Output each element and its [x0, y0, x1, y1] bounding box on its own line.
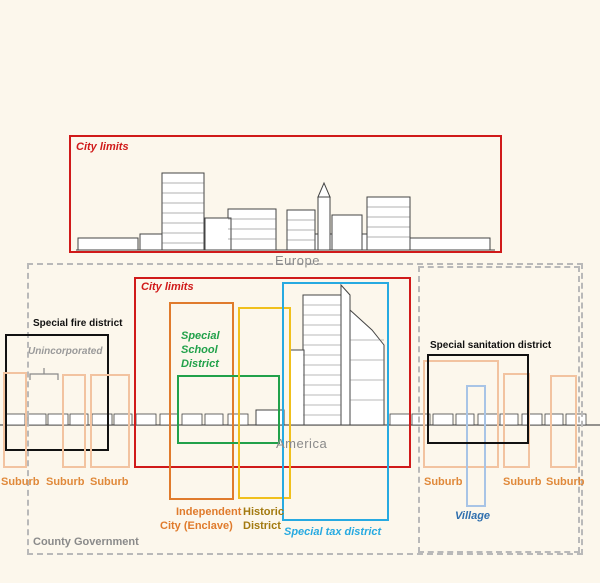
america-skyline	[255, 283, 385, 426]
special-tax-district-box	[282, 282, 389, 521]
independent-city-label-2: City (Enclave)	[160, 520, 233, 532]
suburb-label-3: Suburb	[90, 476, 129, 488]
suburb-box-1	[3, 372, 27, 468]
europe-tower-right	[366, 196, 411, 251]
independent-city-label-1: Independent	[176, 506, 242, 518]
village-label: Village	[455, 510, 491, 522]
europe-label: Europe	[275, 253, 320, 268]
village-box	[466, 385, 486, 507]
special-sanitation-district-label: Special sanitation district	[430, 340, 552, 351]
america-windows	[303, 304, 384, 416]
suburb-label-6: Suburb	[546, 476, 585, 488]
europe-windows	[162, 182, 410, 244]
suburb-label-5: Suburb	[503, 476, 542, 488]
city-limits-main-box	[134, 277, 411, 468]
special-school-district-box	[177, 375, 280, 444]
europe-skyline	[77, 172, 491, 251]
city-limits-top-label: City limits	[76, 141, 129, 153]
suburb-label-4: Suburb	[424, 476, 463, 488]
special-tax-district-label: Special tax district	[284, 526, 382, 538]
suburb-box-5	[503, 373, 530, 468]
unincorporated-label: Unincorporated	[28, 346, 103, 357]
special-school-district-label-2: School	[181, 344, 218, 356]
europe-spire	[317, 181, 331, 198]
special-school-district-label-1: Special	[181, 330, 220, 342]
special-fire-district-box	[5, 334, 109, 451]
suburb-box-2	[62, 374, 86, 468]
suburb-label-2: Suburb	[46, 476, 85, 488]
historic-district-label-2: District	[243, 520, 281, 532]
suburb-box-6	[550, 375, 577, 468]
special-fire-district-label: Special fire district	[33, 318, 123, 329]
independent-city-box	[169, 302, 234, 500]
historic-district-label-1: Historic	[243, 506, 284, 518]
county-government-right-box	[418, 266, 580, 553]
city-limits-top-box	[69, 135, 502, 253]
city-limits-main-label: City limits	[141, 281, 194, 293]
historic-district-box	[238, 307, 291, 499]
europe-tower-left	[161, 172, 205, 251]
suburb-box-4	[423, 360, 499, 468]
europe-block-b	[204, 217, 232, 251]
america-label: America	[276, 436, 328, 451]
special-school-district-label-3: District	[181, 358, 219, 370]
america-tower	[302, 294, 342, 426]
america-tower-slope	[349, 308, 385, 426]
county-government-box	[27, 263, 583, 555]
county-government-label: County Government	[33, 536, 139, 548]
special-sanitation-district-box	[427, 354, 529, 444]
suburb-label-1: Suburb	[1, 476, 40, 488]
suburb-box-3	[90, 374, 130, 468]
